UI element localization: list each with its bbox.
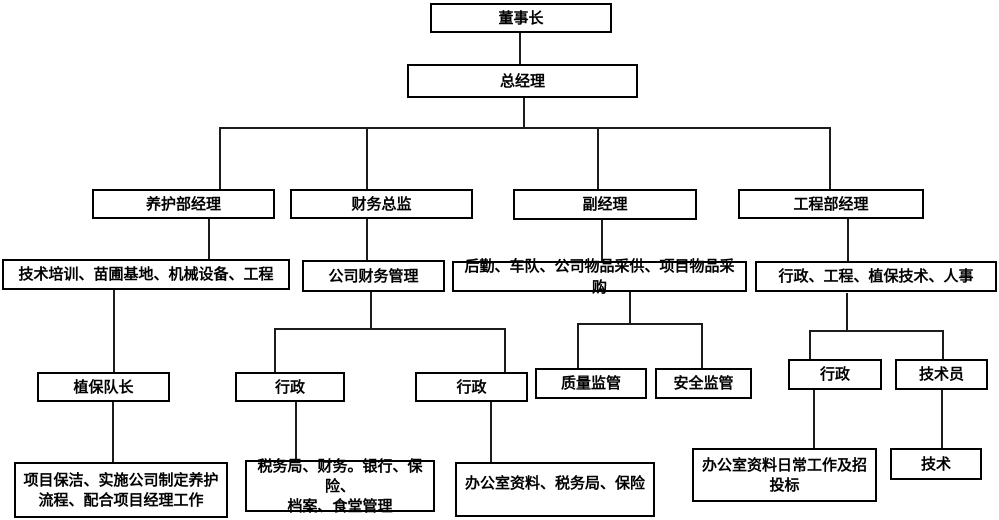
node-label: 工程部经理 bbox=[793, 194, 869, 213]
connector-line bbox=[846, 293, 848, 331]
node-technician: 技术员 bbox=[895, 359, 988, 390]
node-tax-finance: 税务局、财务。银行、保险、 档案、食堂管理 bbox=[245, 457, 435, 515]
node-quality-supervision: 质量监管 bbox=[535, 368, 647, 399]
node-label-line1: 税务局、财务。银行、保险、 bbox=[257, 456, 423, 495]
connector-line bbox=[829, 127, 831, 189]
node-chairman: 董事长 bbox=[430, 3, 612, 33]
node-label: 财务总监 bbox=[351, 194, 412, 213]
node-engineering-dept-manager: 工程部经理 bbox=[738, 189, 924, 219]
connector-line bbox=[274, 328, 506, 330]
node-logistics: 后勤、车队、公司物品采供、项目物品采购 bbox=[452, 257, 747, 296]
connector-line bbox=[809, 330, 944, 332]
node-office-materials: 办公室资料、税务局、保险 bbox=[455, 462, 655, 517]
connector-line bbox=[113, 290, 115, 372]
node-label: 技术员 bbox=[918, 365, 964, 384]
node-label: 公司财务管理 bbox=[328, 266, 419, 285]
node-label: 技术 bbox=[920, 454, 951, 473]
connector-line bbox=[523, 98, 525, 128]
node-label: 行政 bbox=[456, 377, 487, 396]
node-label-line1: 办公室资料日常工作及招 bbox=[701, 455, 867, 474]
node-label: 安全监管 bbox=[673, 374, 734, 393]
node-admin-engineering: 行政、工程、植保技术、人事 bbox=[755, 261, 997, 292]
node-label: 副经理 bbox=[582, 195, 628, 214]
connector-line bbox=[601, 220, 603, 261]
node-label: 植保队长 bbox=[73, 377, 134, 396]
node-label-line1: 项目保洁、实施公司制定养护 bbox=[23, 470, 219, 489]
connector-line bbox=[219, 127, 831, 129]
connector-line bbox=[208, 219, 210, 259]
node-label: 行政 bbox=[819, 365, 850, 384]
node-general-manager: 总经理 bbox=[407, 64, 638, 98]
connector-line bbox=[577, 323, 703, 325]
connector-line bbox=[519, 33, 521, 64]
connector-line bbox=[597, 127, 599, 190]
node-technology: 技术 bbox=[890, 448, 982, 480]
node-admin-right: 行政 bbox=[788, 359, 882, 390]
connector-line bbox=[295, 402, 297, 460]
node-label-line2: 投标 bbox=[769, 476, 800, 494]
node-admin-left: 行政 bbox=[235, 372, 345, 402]
connector-line bbox=[577, 323, 579, 368]
node-label-line2: 流程、配合项目经理工作 bbox=[38, 491, 204, 509]
node-company-finance: 公司财务管理 bbox=[302, 260, 445, 292]
node-office-daily-bidding: 办公室资料日常工作及招 投标 bbox=[692, 448, 877, 502]
connector-line bbox=[274, 328, 276, 372]
node-label: 后勤、车队、公司物品采供、项目物品采购 bbox=[464, 257, 735, 296]
node-tech-training: 技术培训、苗圃基地、机械设备、工程 bbox=[2, 259, 290, 290]
node-deputy-manager: 副经理 bbox=[513, 189, 697, 220]
connector-line bbox=[847, 219, 849, 261]
connector-line bbox=[370, 292, 372, 329]
node-label: 董事长 bbox=[498, 8, 544, 27]
connector-line bbox=[813, 390, 815, 448]
connector-line bbox=[112, 402, 114, 462]
node-plant-protection-leader: 植保队长 bbox=[37, 372, 170, 402]
node-label: 总经理 bbox=[499, 71, 545, 90]
connector-line bbox=[490, 402, 492, 462]
node-label: 养护部经理 bbox=[145, 194, 221, 213]
connector-line bbox=[366, 127, 368, 189]
connector-line bbox=[504, 328, 506, 372]
node-safety-supervision: 安全监管 bbox=[655, 368, 752, 399]
connector-line bbox=[629, 292, 631, 324]
node-maintenance-dept-manager: 养护部经理 bbox=[92, 189, 275, 219]
connector-line bbox=[809, 330, 811, 359]
connector-line bbox=[942, 330, 944, 359]
node-label: 办公室资料、税务局、保险 bbox=[464, 474, 645, 492]
node-label: 技术培训、苗圃基地、机械设备、工程 bbox=[18, 265, 274, 284]
connector-line bbox=[219, 127, 221, 189]
connector-line bbox=[701, 323, 703, 368]
node-label-line2: 档案、食堂管理 bbox=[287, 497, 393, 516]
connector-line bbox=[366, 219, 368, 260]
node-admin-mid: 行政 bbox=[415, 372, 528, 402]
node-label: 行政、工程、植保技术、人事 bbox=[778, 267, 974, 286]
connector-line bbox=[941, 390, 943, 448]
node-finance-director: 财务总监 bbox=[290, 189, 473, 219]
node-label: 质量监管 bbox=[560, 374, 621, 393]
node-project-cleaning: 项目保洁、实施公司制定养护 流程、配合项目经理工作 bbox=[14, 462, 228, 518]
node-label: 行政 bbox=[274, 377, 305, 396]
